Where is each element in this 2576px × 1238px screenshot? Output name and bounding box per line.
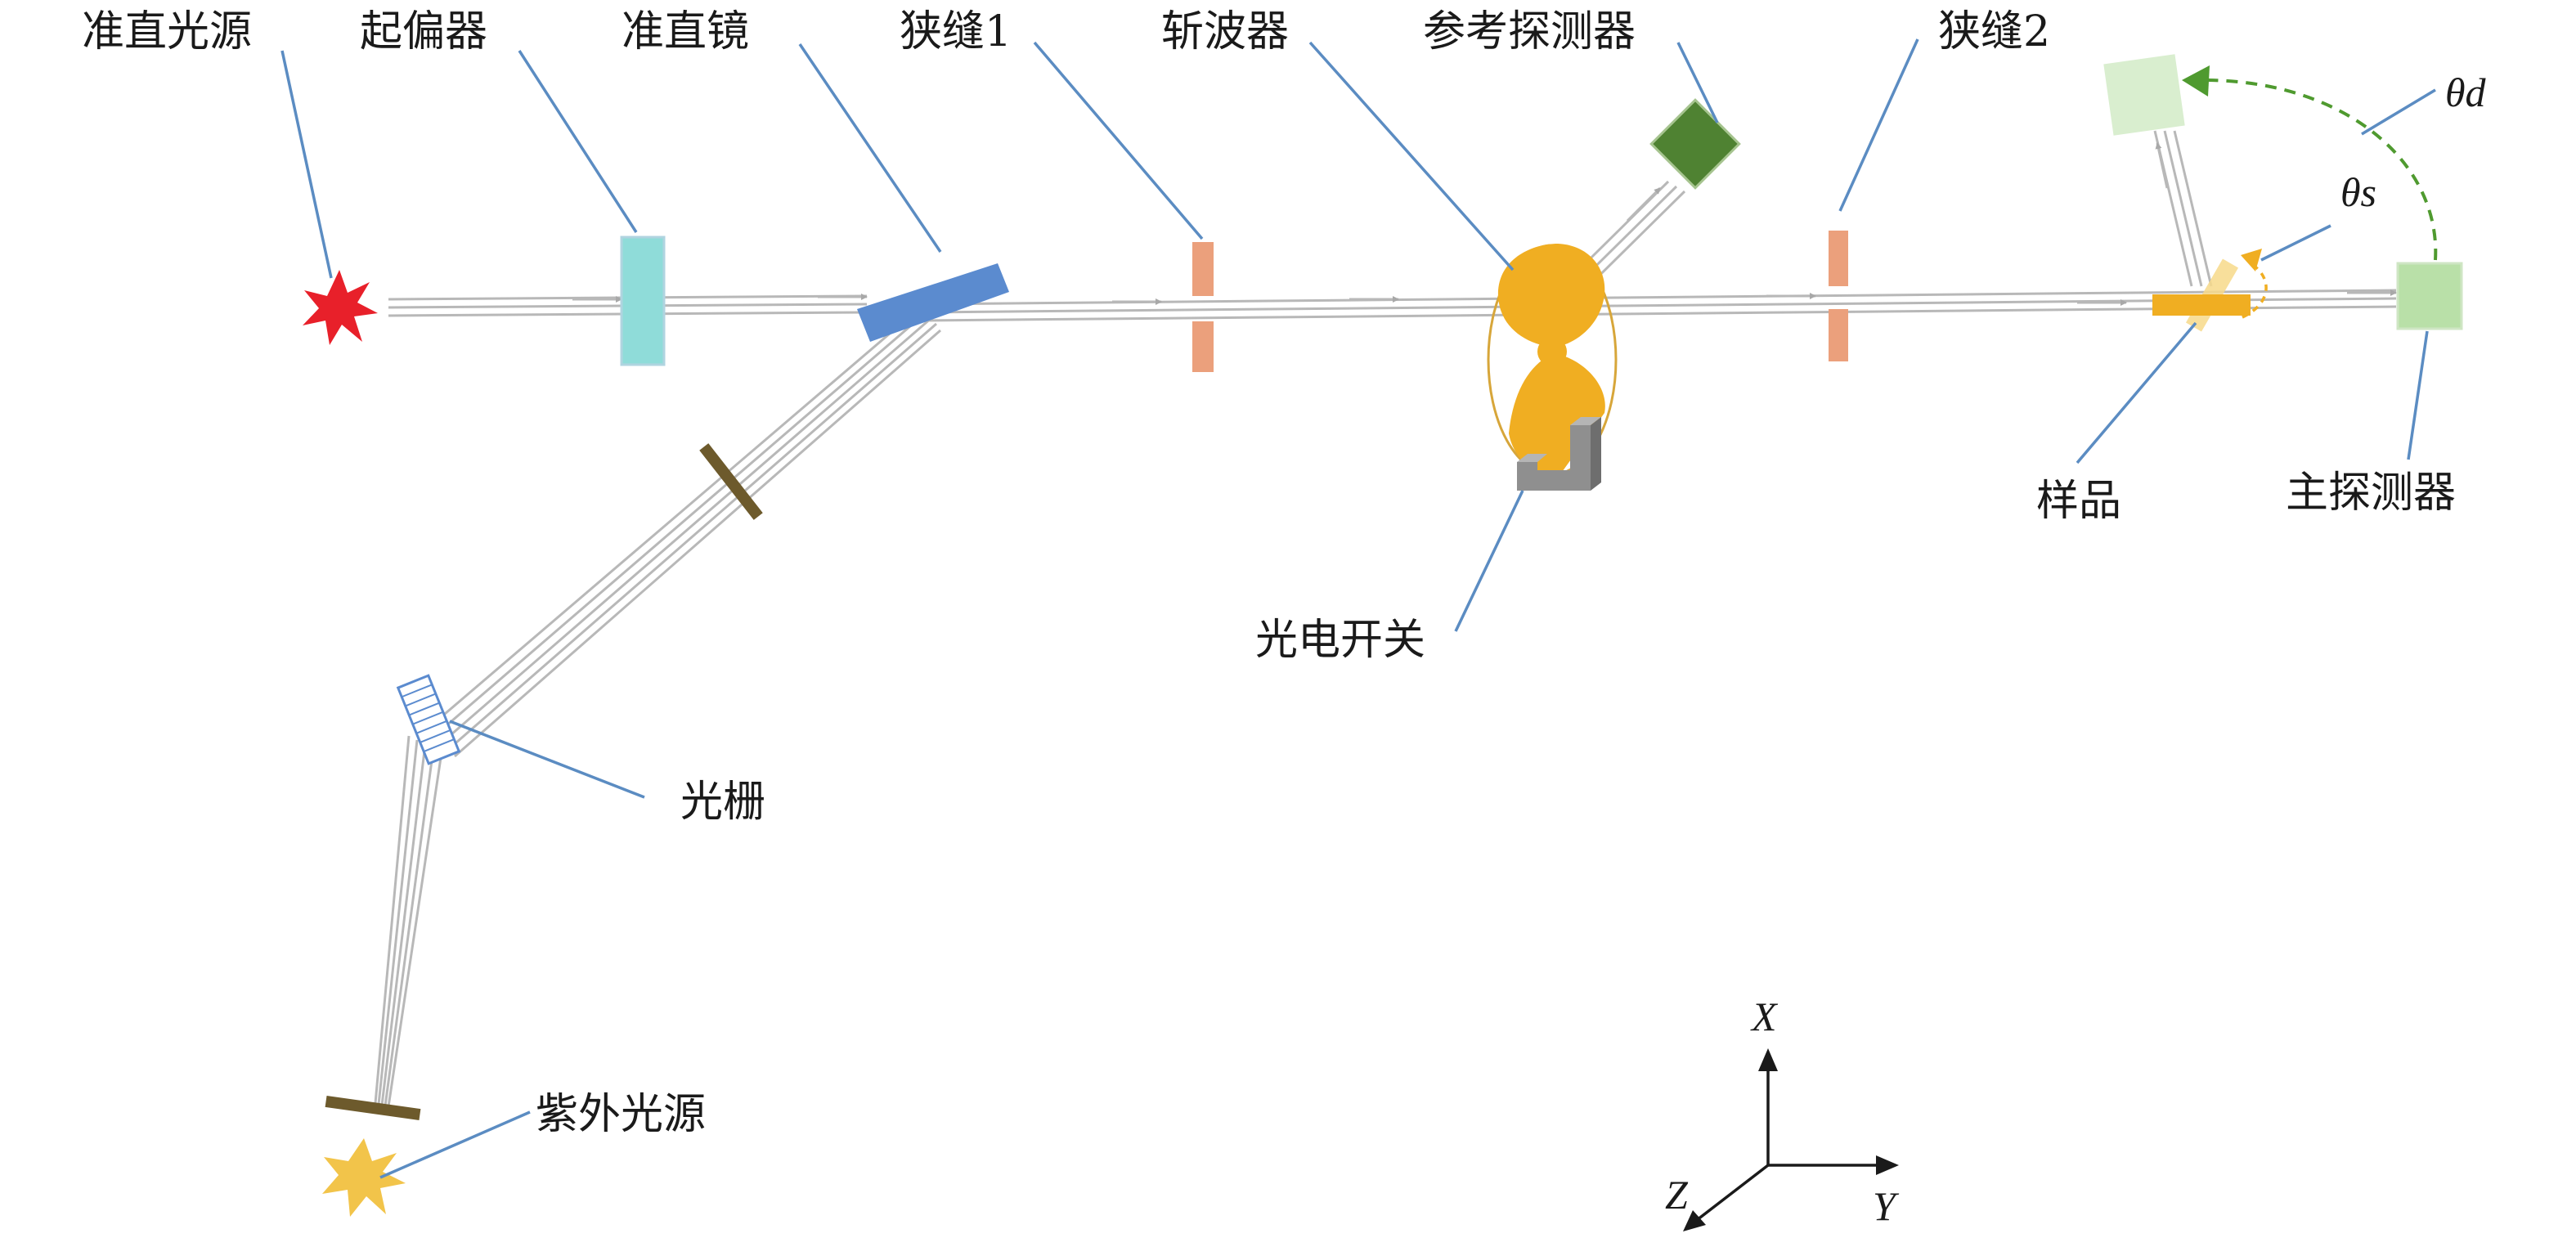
grating-element: [396, 674, 461, 765]
beam-diag-3: [444, 316, 933, 742]
theta-d-arrowhead: [2182, 65, 2210, 96]
slit1-upper: [1192, 242, 1214, 296]
theta-s-arc: [2242, 262, 2268, 319]
label-chopper: 斩波器: [1161, 7, 1289, 56]
baffle-lower: [325, 1095, 421, 1121]
rotated-detector-element: [2103, 54, 2185, 136]
beam-uv-4: [383, 747, 435, 1113]
beam-uv-5: [386, 751, 443, 1113]
leader-main-detector: [2407, 330, 2429, 460]
label-theta-d: θd: [2445, 70, 2487, 115]
beam-diag-2: [438, 309, 929, 733]
leader-sample: [2076, 321, 2197, 464]
beam-main-5: [923, 297, 2397, 314]
leader-uv-source: [379, 1110, 531, 1179]
beam-uv-1: [373, 735, 411, 1113]
y-axis-label: Y: [1873, 1183, 1900, 1229]
uv-source-icon: [322, 1138, 406, 1217]
leader-theta-d: [2361, 88, 2436, 136]
beam-diag-1: [433, 303, 925, 725]
label-grating: 光栅: [680, 778, 765, 827]
leader-slit2: [1838, 38, 1919, 212]
leader-collimated-source: [280, 50, 333, 279]
beam-main-4: [923, 289, 2397, 306]
slit2-upper: [1829, 231, 1848, 286]
beam-diag-5: [454, 329, 941, 758]
leader-theta-s: [2260, 224, 2331, 262]
label-photo-switch: 光电开关: [1255, 616, 1425, 665]
beam-diag-4: [449, 322, 937, 750]
leader-photo-switch: [1454, 490, 1524, 632]
label-slit2: 狭缝2: [1938, 7, 2050, 56]
main-detector-element: [2396, 262, 2463, 330]
beam-uv-3: [379, 743, 427, 1113]
y-axis-arrowhead: [1876, 1155, 1899, 1175]
label-theta-s: θs: [2340, 169, 2376, 215]
beam-refl-2: [2163, 130, 2203, 287]
z-axis-arrowhead: [1683, 1210, 1706, 1231]
beam-refl-3: [2173, 130, 2213, 287]
reference-detector-element: [1649, 98, 1741, 190]
collimated-source-icon: [303, 270, 378, 345]
label-polarizer: 起偏器: [360, 7, 487, 56]
slit1-lower: [1192, 321, 1214, 372]
collimating-mirror-element: [857, 263, 1009, 342]
label-main-detector: 主探测器: [2286, 469, 2456, 518]
label-collimating-mirror: 准直镜: [622, 7, 749, 56]
photo-switch-element: [1517, 417, 1601, 491]
leader-lines: [280, 38, 2436, 1179]
label-uv-source: 紫外光源: [536, 1090, 706, 1139]
leader-chopper: [1308, 41, 1515, 271]
theta-s-arrowhead: [2241, 249, 2262, 271]
leader-polarizer: [518, 50, 638, 233]
baffle-upper: [699, 443, 763, 520]
sample-element: [2152, 294, 2251, 316]
beam-arrow-refl: [2155, 142, 2169, 189]
beam-arrow-ref: [1626, 186, 1662, 222]
label-sample: 样品: [2036, 477, 2121, 526]
leader-reference-detector: [1676, 42, 1719, 123]
beam-main-6: [923, 305, 2397, 322]
light-beams: [373, 130, 2397, 1113]
z-axis-line: [1695, 1164, 1770, 1222]
leader-collimating-mirror: [798, 43, 942, 253]
coordinate-axes: X Y Z: [1665, 994, 1900, 1231]
x-axis-arrowhead: [1758, 1048, 1778, 1071]
label-slit1: 狭缝1: [900, 7, 1012, 56]
x-axis-label: X: [1750, 994, 1779, 1039]
beam-uv-2: [376, 739, 419, 1113]
label-reference-detector: 参考探测器: [1423, 7, 1636, 56]
leader-slit1: [1033, 41, 1204, 240]
theta-d-arc: [2207, 78, 2438, 261]
label-collimated-source: 准直光源: [82, 7, 252, 56]
slit2-lower: [1829, 309, 1848, 361]
polarizer-element: [620, 235, 666, 366]
z-axis-label: Z: [1665, 1172, 1689, 1218]
leader-grating: [449, 720, 645, 799]
